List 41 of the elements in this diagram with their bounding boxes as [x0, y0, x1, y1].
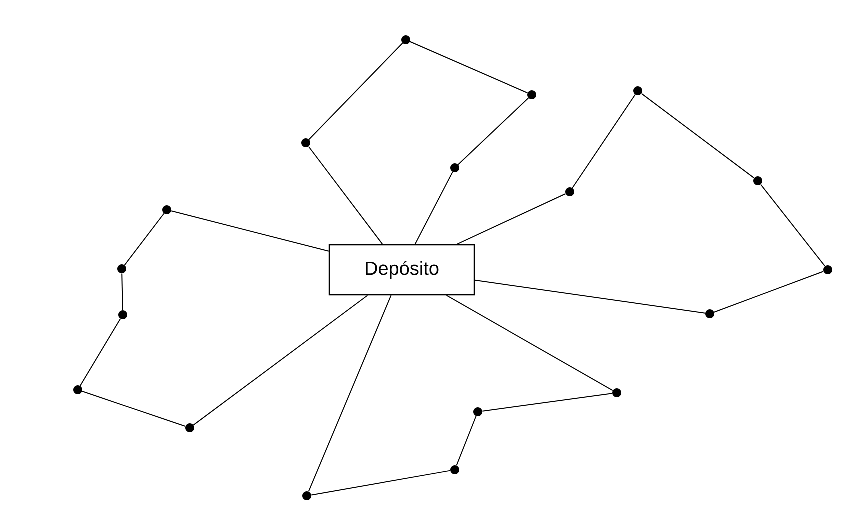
dot-marker: [706, 310, 714, 318]
route-line: [482, 393, 613, 412]
route-line: [456, 416, 477, 466]
route-line: [193, 295, 368, 426]
depot-box: Depósito: [328, 244, 476, 296]
dot-marker: [528, 90, 536, 100]
route-line: [308, 295, 392, 492]
route-line: [414, 172, 454, 245]
route-line: [446, 295, 614, 392]
dot-marker: [162, 206, 172, 214]
route-line: [456, 193, 566, 245]
route-line: [474, 280, 706, 314]
route-line: [572, 94, 636, 189]
dot-marker: [302, 138, 310, 148]
route-line: [641, 93, 755, 179]
route-line: [122, 273, 124, 311]
dot-marker: [612, 388, 622, 398]
dot-marker: [824, 266, 832, 274]
dot-marker: [634, 86, 642, 96]
route-line: [82, 391, 186, 427]
dot-marker: [74, 386, 82, 394]
dot-marker: [402, 36, 410, 44]
dot-marker: [118, 264, 126, 274]
route-line: [458, 98, 530, 166]
route-line: [308, 42, 404, 140]
route-line: [80, 318, 122, 386]
route-line: [760, 184, 826, 267]
dot-marker: [450, 466, 460, 474]
dot-marker: [754, 176, 762, 186]
route-line: [124, 213, 165, 266]
route-line: [410, 41, 528, 94]
dot-marker: [186, 424, 194, 432]
route-line: [714, 271, 824, 313]
dot-marker: [566, 188, 574, 196]
dot-marker: [118, 310, 128, 320]
dot-marker: [450, 164, 460, 172]
dot-marker: [474, 408, 482, 416]
route-line: [311, 470, 451, 496]
route-line: [308, 146, 384, 245]
route-line: [171, 210, 330, 252]
dot-marker: [302, 492, 312, 500]
